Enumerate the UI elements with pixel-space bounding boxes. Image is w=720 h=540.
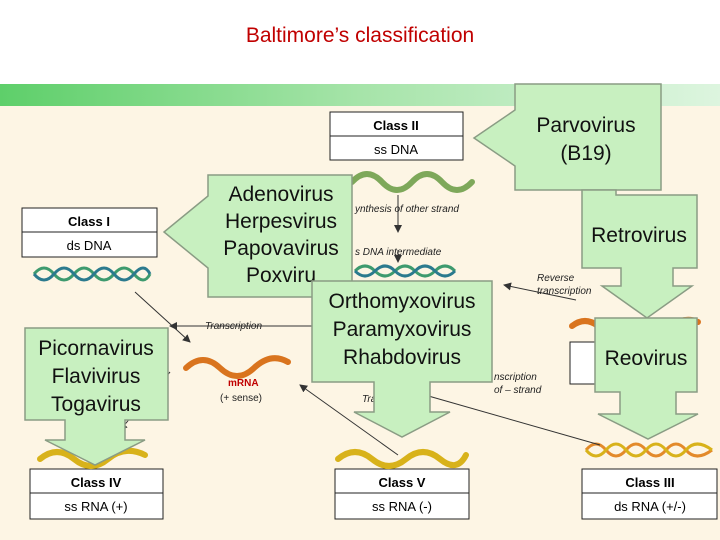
class-i-name: Class I <box>68 214 110 229</box>
poxvirus-label: Poxviru <box>246 264 316 287</box>
label-transcription: Transcription <box>205 321 262 332</box>
class-box-i: Class I ds DNA <box>21 207 158 258</box>
class-box-v: Class V ss RNA (-) <box>334 468 470 520</box>
papovavirus-label: Papovavirus <box>223 237 339 260</box>
mrna-strand <box>183 355 291 379</box>
reovirus-callout: Reovirus <box>594 317 699 440</box>
adenovirus-label: Adenovirus <box>228 183 333 206</box>
class-iv-name: Class IV <box>71 475 122 490</box>
paramyxovirus-label: Paramyxovirus <box>333 318 472 341</box>
class-ii-name: Class II <box>373 118 419 133</box>
arrow-transcription-class-i <box>134 291 191 343</box>
ds-rna-helix-class-iii <box>584 442 713 458</box>
class-i-type: ds DNA <box>67 238 112 253</box>
label-sense: (+ sense) <box>220 393 262 404</box>
label-intermediate: s DNA intermediate <box>355 247 442 258</box>
arrow-class-v-to-mrna <box>299 384 399 456</box>
ss-rna-plus-strand <box>37 447 148 469</box>
adenovirus-callout: Adenovirus Herpesvirus Papovavirus Poxvi… <box>162 174 353 298</box>
class-v-name: Class V <box>379 475 426 490</box>
class-box-iv: Class IV ss RNA (+) <box>29 468 164 520</box>
parvovirus-callout: Parvovirus (B19) <box>472 83 662 191</box>
label-synthesis: ynthesis of other strand <box>354 204 459 215</box>
herpesvirus-label: Herpesvirus <box>225 210 337 233</box>
class-iv-type: ss RNA (+) <box>64 499 127 514</box>
parvovirus-b19-label: (B19) <box>560 142 611 165</box>
ds-dna-intermediate-helix <box>353 264 457 278</box>
class-box-iii: Class III ds RNA (+/-) <box>581 468 718 520</box>
retrovirus-label: Retrovirus <box>591 224 687 247</box>
class-iii-type: ds RNA (+/-) <box>614 499 686 514</box>
class-iii-name: Class III <box>625 475 674 490</box>
flavivirus-label: Flavivirus <box>52 365 141 388</box>
retrovirus-callout: Retrovirus <box>581 189 698 319</box>
reovirus-label: Reovirus <box>605 347 688 370</box>
orthomyxovirus-label: Orthomyxovirus <box>328 290 475 313</box>
orthomyxovirus-callout: Orthomyxovirus Paramyxovirus Rhabdovirus <box>311 280 493 438</box>
class-box-ii: Class II ss DNA <box>329 111 464 161</box>
label-mrna: mRNA <box>228 378 259 389</box>
picornavirus-callout: Picornavirus Flavivirus Togavirus <box>24 327 169 466</box>
picornavirus-label: Picornavirus <box>38 337 154 360</box>
retro-rna-strand <box>569 318 601 329</box>
class-ii-type: ss DNA <box>374 142 418 157</box>
ss-rna-minus-strand <box>335 449 469 469</box>
label-of-minus-strand: of – strand <box>494 385 542 396</box>
label-transcription-rev: transcription <box>537 286 592 297</box>
slide-title: Baltimore’s classification <box>245 24 475 47</box>
parvovirus-label: Parvovirus <box>536 114 635 137</box>
rhabdovirus-label: Rhabdovirus <box>343 346 461 369</box>
ss-dna-strand <box>349 171 475 193</box>
label-transcription-minus: nscription <box>494 372 537 383</box>
label-tra: Tra <box>362 394 377 405</box>
ds-dna-helix-class-i <box>32 266 152 282</box>
togavirus-label: Togavirus <box>51 393 141 416</box>
arrow-reverse-transcription <box>503 282 577 301</box>
label-reverse: Reverse <box>537 273 575 284</box>
class-v-type: ss RNA (-) <box>372 499 432 514</box>
